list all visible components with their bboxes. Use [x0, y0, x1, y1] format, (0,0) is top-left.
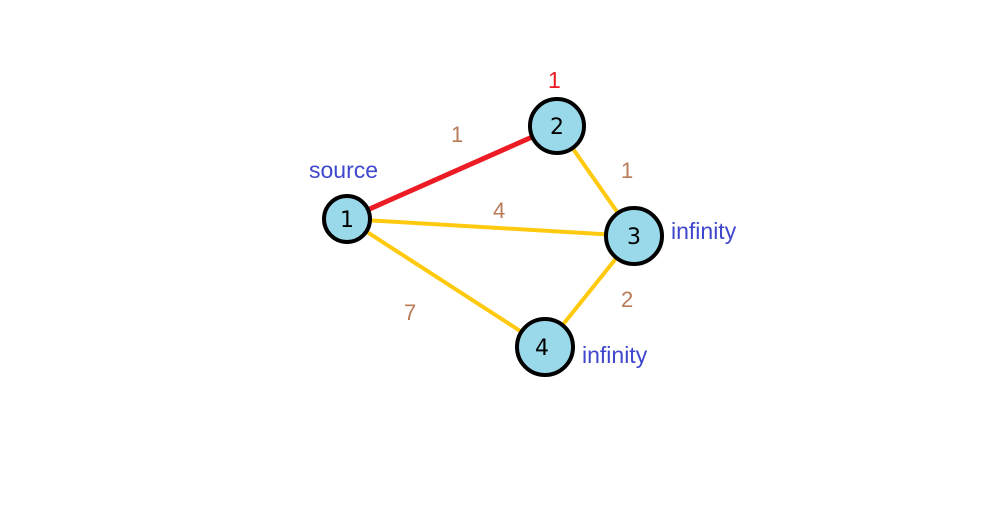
node-4-label: 4: [535, 336, 549, 361]
node-3-distance-annotation: infinity: [671, 218, 737, 244]
edge-weight-1-2: 1: [451, 122, 463, 147]
node-4-circle: [515, 317, 575, 377]
nodes-layer: 1 2 3 4: [322, 97, 664, 377]
node-4: 4: [515, 317, 575, 377]
edge-1-2: [344, 123, 560, 222]
edge-weight-2-3: 1: [621, 158, 633, 183]
node-3-circle: [604, 206, 664, 266]
edge-weight-1-3: 4: [493, 198, 505, 223]
edge-1-3: [345, 217, 636, 238]
source-annotation: source: [309, 157, 378, 183]
annotations-layer: source 1 infinity infinity: [309, 67, 737, 368]
edge-1-4: [345, 217, 547, 349]
node-2: 2: [528, 97, 586, 155]
node-3-label: 3: [627, 225, 641, 250]
node-4-distance-annotation: infinity: [582, 342, 648, 368]
edges-layer: [344, 123, 636, 349]
node-1-label: 1: [340, 208, 354, 233]
node-2-label: 2: [550, 115, 564, 140]
node-2-circle: [528, 97, 586, 155]
node-3: 3: [604, 206, 664, 266]
node-2-distance-annotation: 1: [548, 67, 561, 93]
node-1: 1: [322, 194, 372, 244]
weights-layer: 1 1 4 7 2: [404, 122, 633, 325]
edge-weight-1-4: 7: [404, 300, 416, 325]
edge-weight-3-4: 2: [621, 287, 633, 312]
node-1-circle: [322, 194, 372, 244]
